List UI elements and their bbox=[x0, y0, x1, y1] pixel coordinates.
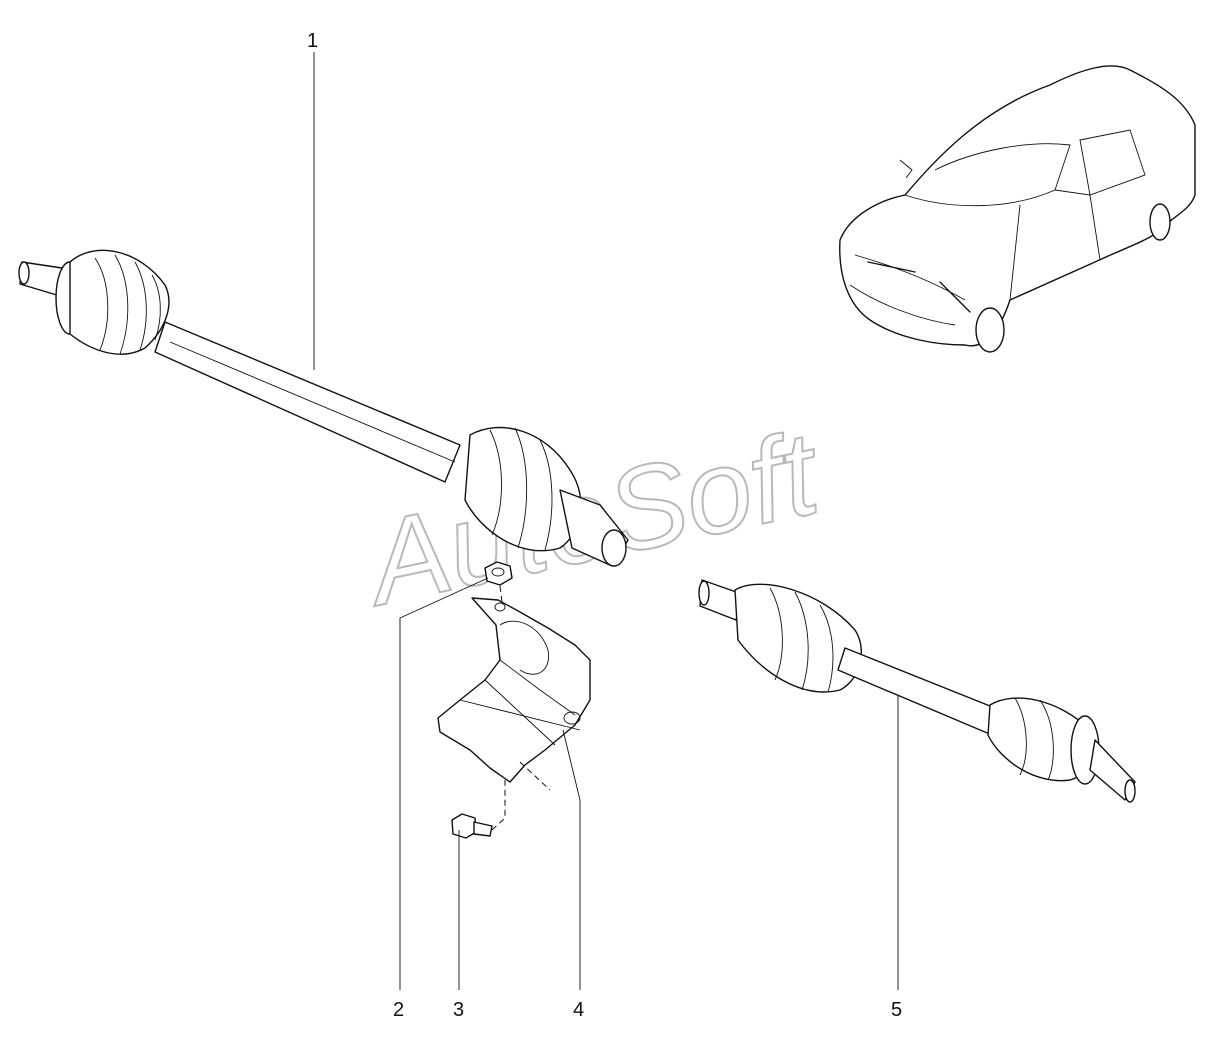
heat-shield-bracket bbox=[437, 597, 591, 791]
drive-shaft-right bbox=[698, 579, 1136, 803]
drive-shaft-left bbox=[18, 249, 629, 567]
callout-3: 3 bbox=[453, 999, 464, 1021]
leader-line-4 bbox=[562, 729, 581, 990]
callout-1: 1 bbox=[307, 30, 318, 52]
leader-line-2 bbox=[399, 577, 489, 990]
leader-lines bbox=[313, 52, 899, 990]
callout-2: 2 bbox=[393, 999, 404, 1021]
callout-5: 5 bbox=[891, 999, 902, 1021]
bolt bbox=[451, 780, 506, 839]
car-illustration bbox=[839, 65, 1196, 353]
callout-4: 4 bbox=[573, 999, 584, 1021]
